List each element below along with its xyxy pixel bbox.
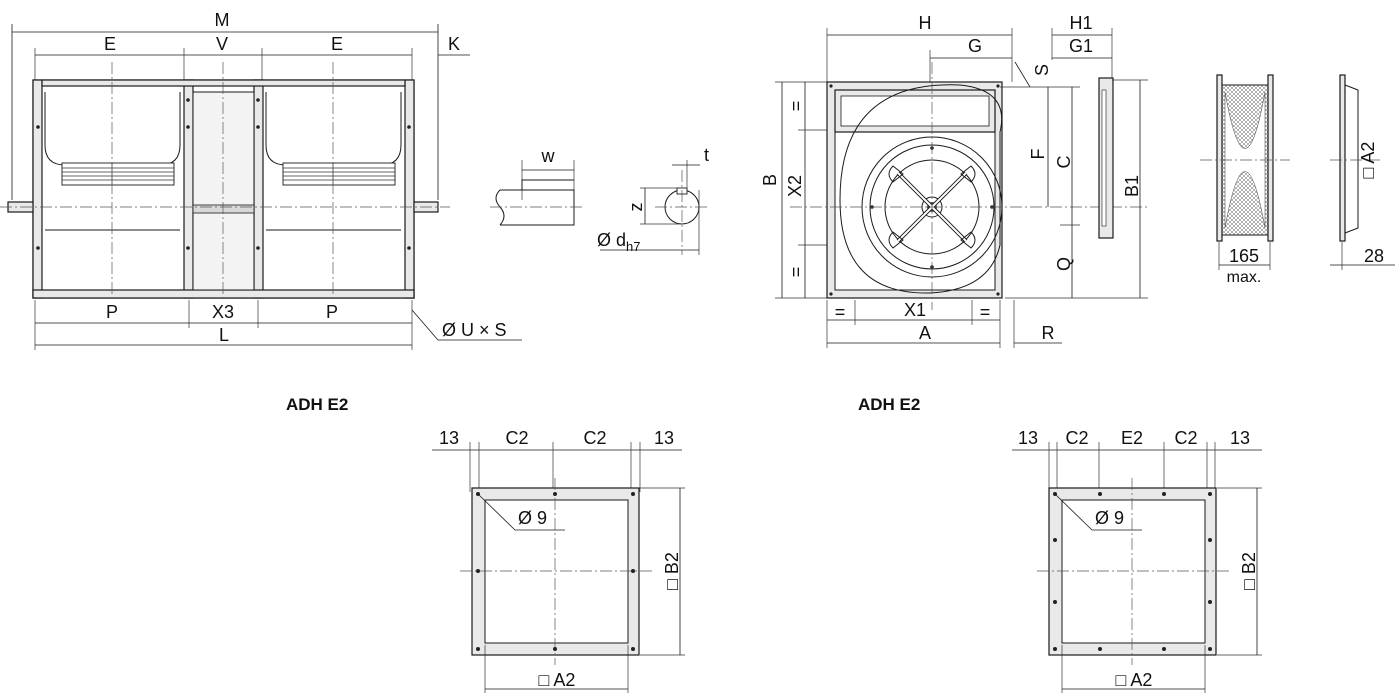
flange-right [1012,442,1262,693]
flange-left-dim-C2-a: C2 [505,428,528,448]
dim-G1: G1 [1069,36,1093,56]
flange-right-dim-C2-a: C2 [1065,428,1088,448]
flange-right-dim-13-left: 13 [1018,428,1038,448]
flange-right-dim-C2-b: C2 [1174,428,1197,448]
dim-M: M [215,10,230,30]
flange-left-dim-13-left: 13 [439,428,459,448]
dim-L: L [219,325,229,345]
flange-right-dim-B2: □ B2 [1239,552,1259,590]
dim-H1: H1 [1069,13,1092,33]
flange-left-dim-hole: Ø 9 [518,508,547,528]
side-view [775,28,1150,348]
flange-right-dim-A2: □ A2 [1116,670,1153,690]
dim-max: max. [1227,269,1262,286]
shaft-detail [490,160,710,255]
dim-V: V [216,34,228,54]
eq-bottom: = [786,267,806,278]
dim-S: S [1032,64,1052,76]
dim-z: z [626,203,646,212]
flexible-connector [1200,74,1395,270]
dim-w: w [541,146,556,166]
flange-left-dim-A2: □ A2 [539,670,576,690]
dim-d-sub: h7 [626,239,640,254]
dim-R: R [1042,323,1055,343]
dim-165: 165 [1229,246,1259,266]
eq-left: = [835,302,846,322]
flange-right-dim-E2: E2 [1121,428,1143,448]
dim-X3: X3 [212,302,234,322]
eq-top: = [786,101,806,112]
flange-left-dim-C2-b: C2 [583,428,606,448]
dim-t: t [704,145,709,165]
flange-left-dim-B2: □ B2 [662,552,682,590]
flange-left-dim-13-right: 13 [654,428,674,448]
flange-left-title: ADH E2 [286,395,348,414]
dim-F: F [1028,149,1048,160]
dim-A: A [919,323,931,343]
dim-d-prefix: Ø d [597,230,626,250]
flange-right-dim-hole: Ø 9 [1095,508,1124,528]
dim-28: 28 [1364,246,1384,266]
dim-B1: B1 [1122,175,1142,197]
dim-A2-connector: □ A2 [1358,142,1378,179]
dim-H: H [919,13,932,33]
flange-right-dim-13-right: 13 [1230,428,1250,448]
dim-Q: Q [1054,257,1074,271]
eq-right: = [980,302,991,322]
dim-C: C [1054,156,1074,169]
dim-U-S: Ø U × S [442,320,507,340]
flange-left [432,442,685,693]
flange-right-title: ADH E2 [858,395,920,414]
dim-X2: X2 [785,175,805,197]
dim-P-left: P [106,302,118,322]
dim-E-left: E [104,34,116,54]
dim-K: K [448,34,460,54]
dim-d: Ø dh7 [597,230,640,254]
dim-X1: X1 [904,300,926,320]
dim-E-right: E [331,34,343,54]
front-view [0,24,522,350]
dim-P-right: P [326,302,338,322]
dim-G: G [968,36,982,56]
dim-B: B [760,174,780,186]
